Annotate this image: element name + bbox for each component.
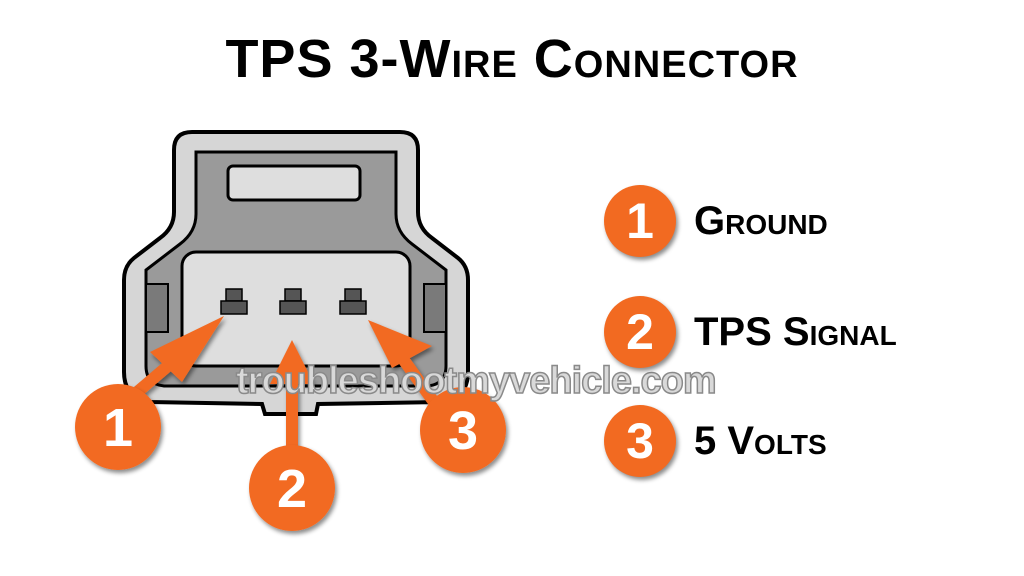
connector-latch [226, 164, 362, 202]
callout-number-3: 3 [448, 401, 478, 461]
legend-label-2: TPS Signal [694, 309, 897, 354]
callout-number-2: 2 [277, 459, 307, 519]
callout-badge-2: 2 [249, 445, 335, 531]
legend-item-3: 3 5 Volts [604, 405, 827, 477]
legend-label-3: 5 Volts [694, 418, 827, 463]
callout-badge-1: 1 [75, 384, 161, 470]
legend-item-2: 2 TPS Signal [604, 296, 897, 368]
terminal-2 [279, 288, 307, 315]
legend-item-1: 1 Ground [604, 185, 828, 257]
diagram-title: TPS 3-Wire Connector [225, 29, 799, 89]
legend-badge-2: 2 [604, 296, 676, 368]
legend-badge-1: 1 [604, 185, 676, 257]
arrow-pin-2 [270, 340, 314, 458]
connector-side-notch-left [145, 283, 169, 333]
callout-number-1: 1 [103, 398, 133, 458]
legend-label-1: Ground [694, 198, 828, 243]
terminal-3 [339, 288, 367, 315]
terminal-1 [220, 288, 248, 315]
callout-badge-3: 3 [420, 387, 506, 473]
legend-badge-3: 3 [604, 405, 676, 477]
connector-side-notch-right [423, 283, 447, 333]
